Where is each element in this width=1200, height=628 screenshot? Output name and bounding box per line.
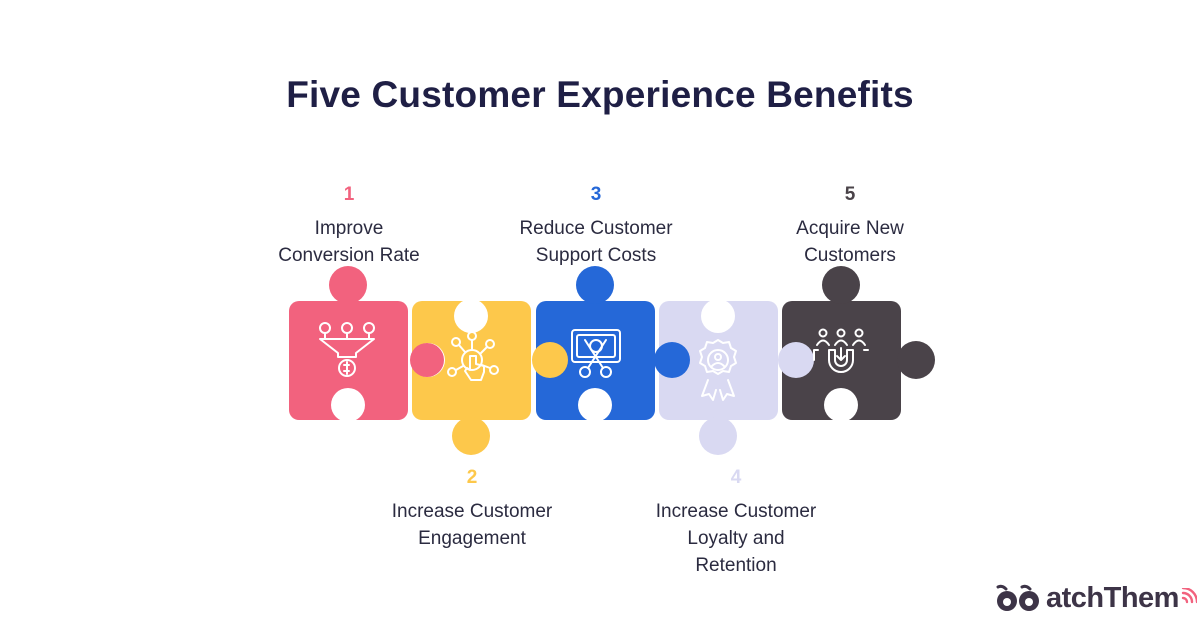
magnet-people-icon xyxy=(813,328,869,373)
step-1-number: 1 xyxy=(343,184,355,205)
puzzle-piece-2 xyxy=(410,299,531,455)
step-5-caption: 5 Acquire New Customers xyxy=(730,184,970,269)
cut-bill-icon xyxy=(571,329,621,378)
puzzle-piece-5 xyxy=(778,266,935,422)
step-4-number: 4 xyxy=(730,467,742,488)
puzzle-piece-3 xyxy=(532,266,655,422)
brand-eyes-icon xyxy=(996,584,1039,611)
page-title: Five Customer Experience Benefits xyxy=(286,74,914,115)
puzzle-piece-1 xyxy=(289,266,408,422)
funnel-dollar-icon xyxy=(319,322,375,377)
step-1-label: Improve Conversion Rate xyxy=(278,218,420,266)
brand-logo: atchThem xyxy=(996,580,1197,616)
step-5-label: Acquire New Customers xyxy=(796,218,904,266)
signal-waves-icon xyxy=(1181,588,1197,604)
step-4-caption: 4 Increase Customer Loyalty and Retentio… xyxy=(616,467,856,579)
step-1-caption: 1 Improve Conversion Rate xyxy=(229,184,469,269)
touch-network-icon xyxy=(447,331,499,381)
step-2-caption: 2 Increase Customer Engagement xyxy=(352,467,592,552)
puzzle-piece-4 xyxy=(654,299,778,455)
step-3-caption: 3 Reduce Customer Support Costs xyxy=(476,184,716,269)
step-2-label: Increase Customer Engagement xyxy=(391,501,553,549)
step-5-number: 5 xyxy=(844,184,856,205)
step-2-number: 2 xyxy=(466,467,478,488)
step-3-number: 3 xyxy=(590,184,602,205)
brand-name: atchThem xyxy=(1046,581,1179,614)
step-4-label: Increase Customer Loyalty and Retention xyxy=(655,501,817,576)
step-3-label: Reduce Customer Support Costs xyxy=(519,218,673,266)
award-badge-icon xyxy=(699,339,737,401)
